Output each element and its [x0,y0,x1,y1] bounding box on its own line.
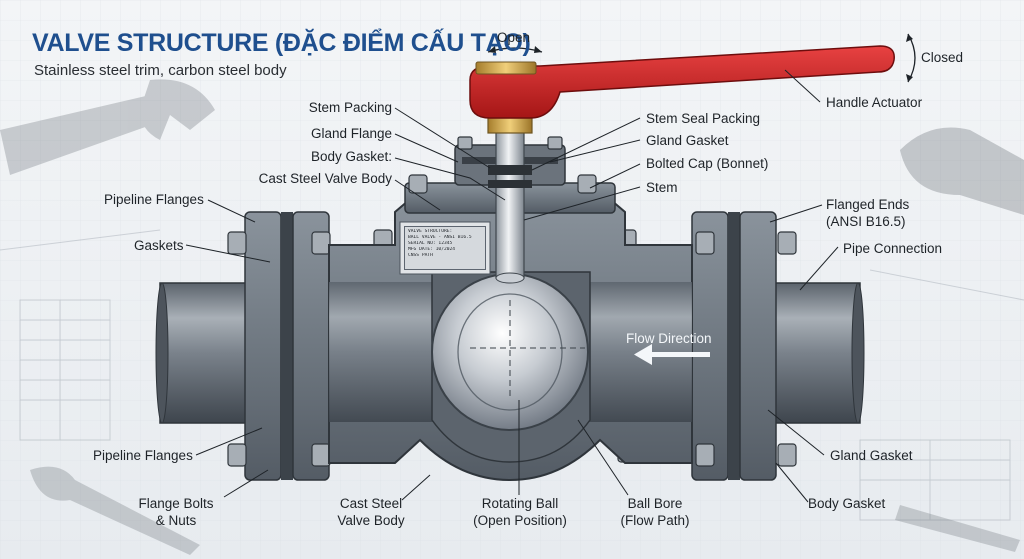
page-title: VALVE STRUCTURE (ĐẶC ĐIỂM CẤU TẠO) [32,29,531,57]
nameplate-line: SERIAL NO: 12345 [408,241,453,246]
label-flange-bolts-line2: & Nuts [155,513,197,528]
valve-nameplate: VALVE STRUCTURE: BALL VALVE - ANSI B16.5… [404,226,486,270]
valve-stem [495,127,525,279]
label-ball-bore-line1: Ball Bore [627,496,683,511]
label-flanged-ends-line2: (ANSI B16.5) [826,214,906,229]
wrench-left-icon [0,79,215,175]
label-gland-gasket-bottom: Gland Gasket [830,448,913,463]
stem-tip [495,272,525,284]
label-gland-gasket-top: Gland Gasket [646,133,729,148]
page-subtitle: Stainless steel trim, carbon steel body [34,62,287,79]
label-cast-steel-valve-body-top: Cast Steel Valve Body [258,171,392,186]
label-gland-flange: Gland Flange [310,126,392,141]
label-stem-packing: Stem Packing [308,100,392,115]
nameplate-line: VALVE STRUCTURE: [408,229,453,234]
label-ball-bore-line2: (Flow Path) [620,513,690,528]
wrench-right-icon [900,127,1024,215]
label-bolted-cap: Bolted Cap (Bonnet) [646,156,769,171]
label-cast-steel-body-line2: Valve Body [337,513,405,528]
label-pipeline-flanges-top: Pipeline Flanges [104,192,204,207]
label-flow-direction: Flow Direction [626,331,712,346]
label-flanged-ends-line1: Flanged Ends [826,197,910,212]
leader-lines [185,69,839,503]
label-body-gasket-top: Body Gasket: [310,149,392,164]
label-open: Open [497,30,531,45]
nameplate-line: MFG DATE: 10/2024 [408,247,456,252]
label-closed: Closed [921,50,964,65]
left-pipeline-flange [244,211,330,481]
label-body-gasket-bottom: Body Gasket [808,496,886,511]
left-pipe-opening [155,282,169,424]
label-pipeline-flanges-bottom: Pipeline Flanges [93,448,193,463]
ball-bore [457,293,563,411]
label-flange-bolts-line1: Flange Bolts [138,496,214,511]
label-stem: Stem [646,180,678,195]
wrench-bottom-icon [30,466,1020,555]
label-cast-steel-body-line1: Cast Steel [339,496,403,511]
nameplate-line: BALL VALVE - ANSI B16.5 [408,235,472,240]
stem-packing [488,165,532,175]
nameplate-line: CNSS PATH [408,253,433,258]
closed-arrowheads-icon [906,34,913,82]
label-pipe-connection: Pipe Connection [843,241,943,256]
bonnet-bolts [408,136,597,194]
blueprint-sketches [0,229,1024,521]
right-pipe-opening [851,282,865,424]
label-rotating-ball-line1: Rotating Ball [481,496,559,511]
label-rotating-ball-line2: (Open Position) [473,513,567,528]
label-handle-actuator: Handle Actuator [826,95,923,110]
flow-direction-arrow-icon [634,344,710,365]
stem-seal-packing [488,180,532,188]
open-arrowheads-icon [488,46,542,53]
label-gaskets: Gaskets [134,238,184,253]
handle-nut [475,61,537,75]
label-stem-seal-packing: Stem Seal Packing [646,111,761,126]
